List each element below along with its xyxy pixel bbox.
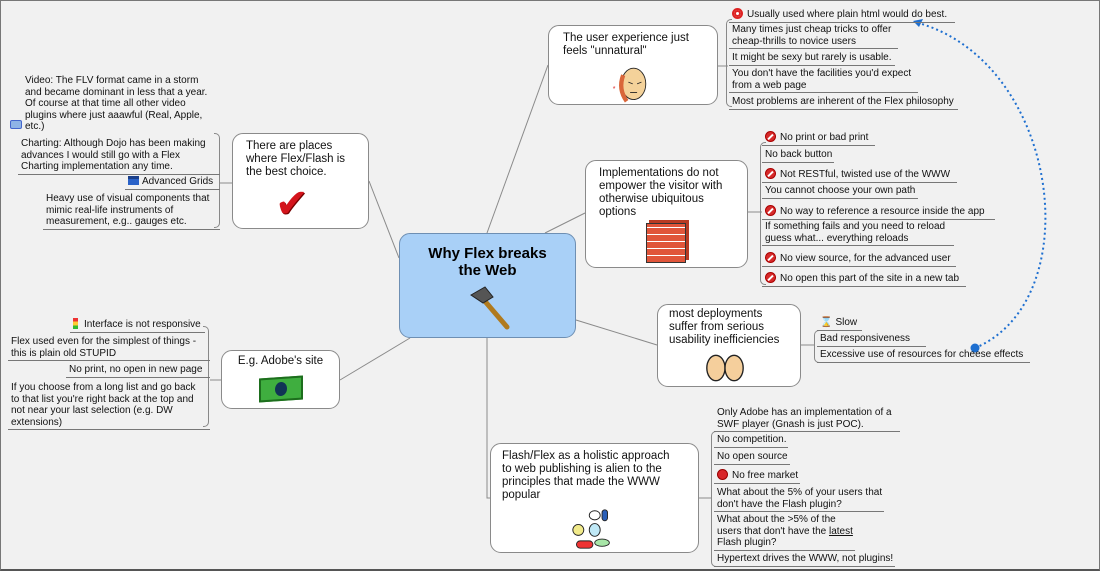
subtopic[interactable]: No open this part of the site in a new t… bbox=[762, 272, 966, 287]
forbidden-icon bbox=[765, 272, 776, 283]
brick-wall-icon bbox=[646, 223, 686, 263]
topic-title: E.g. Adobe's site bbox=[237, 355, 324, 367]
pills-icon bbox=[572, 509, 610, 549]
forbidden-icon bbox=[765, 168, 776, 179]
bracket bbox=[814, 330, 820, 363]
subtopic[interactable]: You cannot choose your own path bbox=[762, 185, 918, 199]
subtopic[interactable]: Only Adobe has an implementation of a SW… bbox=[714, 407, 900, 432]
subtopic[interactable]: Charting: Although Dojo has been making … bbox=[18, 138, 220, 175]
stop-sign-icon bbox=[717, 469, 728, 480]
latest-link[interactable]: latest bbox=[828, 525, 853, 537]
connector-unnatural bbox=[486, 64, 549, 234]
subtopic[interactable]: Most problems are inherent of the Flex p… bbox=[729, 96, 958, 110]
hammer-icon bbox=[469, 286, 509, 330]
topic-implementations[interactable]: Implementations do not empower the visit… bbox=[585, 160, 748, 268]
topic-title: Implementations do not empower the visit… bbox=[599, 167, 723, 218]
checkmark-icon: ✔ bbox=[275, 182, 309, 226]
forbidden-icon bbox=[765, 252, 776, 263]
subtopic[interactable]: Excessive use of resources for cheese ef… bbox=[817, 349, 1030, 363]
topic-title: The user experience just feels "unnatura… bbox=[563, 32, 689, 57]
subtopic[interactable]: Bad responsiveness bbox=[817, 333, 926, 347]
central-topic[interactable]: Why Flex breaks the Web bbox=[399, 233, 576, 338]
topic-deployments[interactable]: most deployments suffer from serious usa… bbox=[657, 304, 801, 387]
subtopic[interactable]: No back button bbox=[762, 149, 835, 163]
subtopic[interactable]: No print or bad print bbox=[762, 131, 875, 146]
subtopic[interactable]: If something fails and you need to reloa… bbox=[762, 221, 954, 246]
subtopic[interactable]: Many times just cheap tricks to offer ch… bbox=[729, 24, 898, 49]
grid-icon bbox=[128, 176, 139, 185]
relationship-arrow bbox=[914, 21, 1047, 349]
relationship-arrowhead bbox=[913, 19, 923, 27]
subtopic[interactable]: No way to reference a resource inside th… bbox=[762, 205, 995, 220]
subtopic[interactable]: It might be sexy but rarely is usable. bbox=[729, 52, 895, 66]
subtopic[interactable]: No open source bbox=[714, 451, 790, 465]
hourglass-icon: ⌛ bbox=[820, 317, 833, 328]
subtopic[interactable]: Advanced Grids bbox=[125, 176, 220, 190]
subtopic[interactable]: You don't have the facilities you'd expe… bbox=[729, 68, 918, 93]
subtopic[interactable]: What about the >5% of the users that don… bbox=[714, 514, 855, 551]
central-title: Why Flex breaks the Web bbox=[428, 245, 547, 279]
topic-title: most deployments suffer from serious usa… bbox=[669, 308, 780, 346]
bracket bbox=[726, 19, 732, 107]
subtopic[interactable]: Video: The FLV format came in a storm an… bbox=[8, 75, 220, 134]
topic-best-choice[interactable]: There are places where Flex/Flash is the… bbox=[232, 133, 369, 229]
bracket bbox=[203, 326, 209, 427]
subtopic[interactable]: ⌛Slow bbox=[817, 317, 862, 331]
connector-best-choice bbox=[368, 180, 400, 259]
subtopic[interactable]: If you choose from a long list and go ba… bbox=[8, 382, 210, 430]
subtopic[interactable]: Hypertext drives the WWW, not plugins! bbox=[714, 553, 896, 567]
subtopic[interactable]: No competition. bbox=[714, 434, 789, 448]
fists-icon bbox=[706, 354, 744, 382]
connector-implementations bbox=[544, 212, 586, 234]
connector-adobe bbox=[339, 337, 411, 381]
subtopic[interactable]: Not RESTful, twisted use of the WWW bbox=[762, 168, 957, 183]
camera-icon bbox=[10, 120, 22, 129]
topic-holistic[interactable]: Flash/Flex as a holistic approach to web… bbox=[490, 443, 699, 553]
forbidden-icon bbox=[765, 205, 776, 216]
svg-text:*: * bbox=[613, 86, 616, 93]
subtopic[interactable]: Usually used where plain html would do b… bbox=[729, 8, 955, 23]
topic-title: Flash/Flex as a holistic approach to web… bbox=[502, 450, 670, 501]
connector-deployments bbox=[575, 319, 658, 346]
bracket bbox=[214, 133, 220, 228]
topic-title: There are places where Flex/Flash is the… bbox=[246, 140, 346, 178]
subtopic[interactable]: What about the 5% of your users that don… bbox=[714, 487, 885, 512]
subtopic[interactable]: No print, no open in new page bbox=[66, 364, 210, 378]
connector-holistic bbox=[486, 338, 490, 499]
subtopic[interactable]: No view source, for the advanced user bbox=[762, 252, 956, 267]
bracket bbox=[760, 142, 766, 285]
alarm-icon bbox=[732, 8, 743, 19]
traffic-light-icon bbox=[73, 318, 78, 329]
money-bill-icon bbox=[259, 375, 303, 403]
relationship-start-dot bbox=[970, 343, 980, 353]
subtopic[interactable]: Interface is not responsive bbox=[70, 318, 205, 333]
subtopic[interactable]: Flex used even for the simplest of thing… bbox=[8, 336, 210, 361]
topic-unnatural[interactable]: The user experience just feels "unnatura… bbox=[548, 25, 718, 105]
frustrated-face-icon: * bbox=[613, 67, 647, 103]
forbidden-icon bbox=[765, 131, 776, 142]
subtopic[interactable]: No free market bbox=[714, 469, 801, 484]
topic-adobe[interactable]: E.g. Adobe's site bbox=[221, 350, 340, 409]
subtopic[interactable]: Heavy use of visual components that mimi… bbox=[43, 193, 220, 230]
